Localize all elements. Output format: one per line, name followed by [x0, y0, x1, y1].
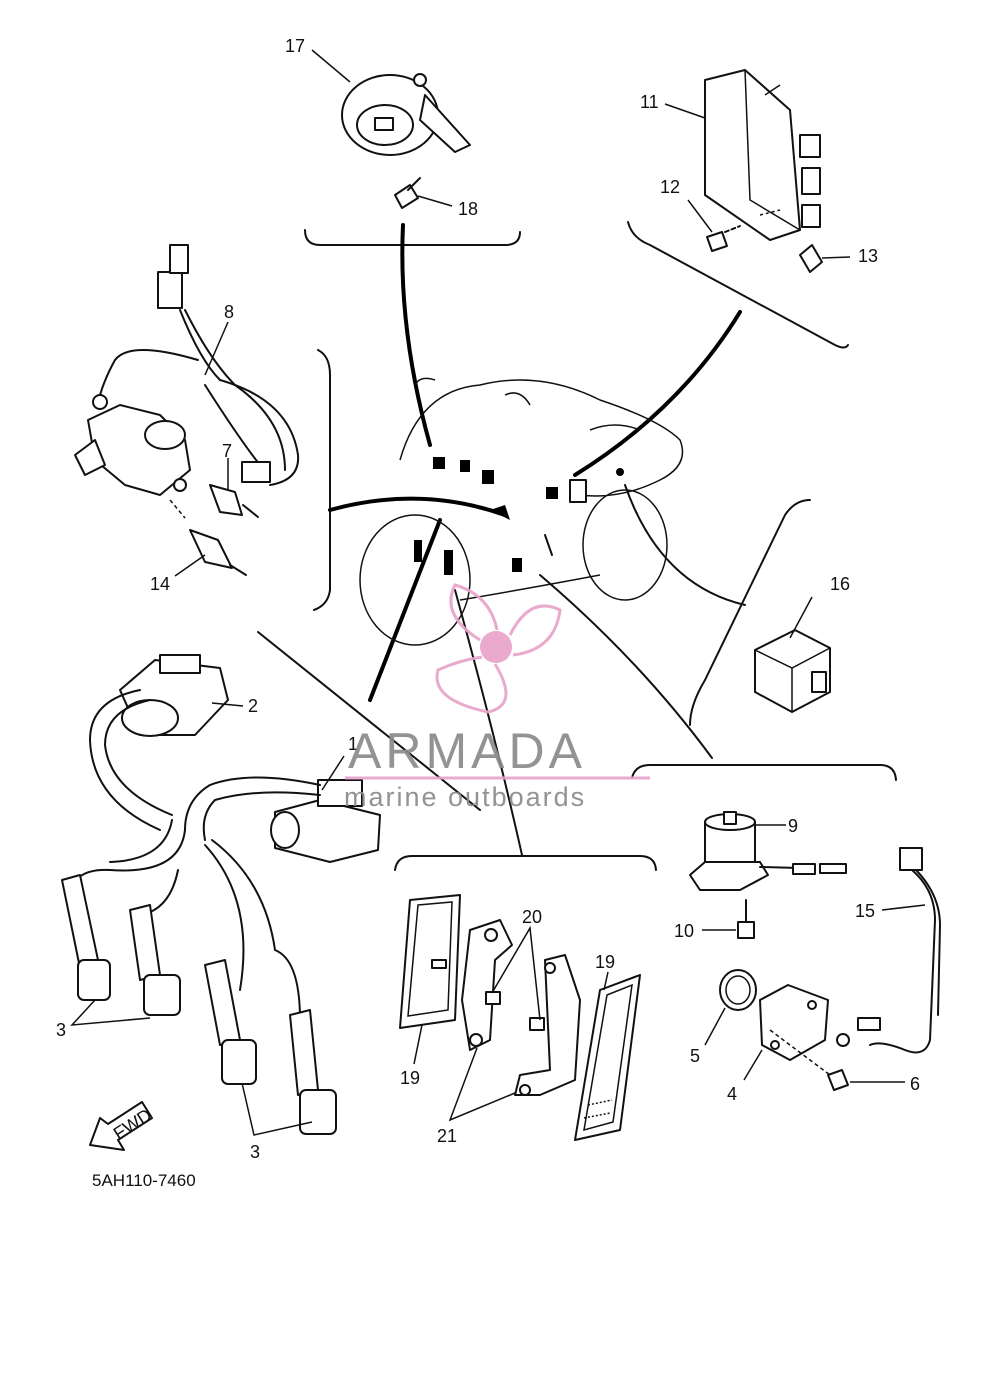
- callout-3-left: 3: [56, 1020, 66, 1040]
- callout-9: 9: [788, 816, 798, 836]
- solenoid-part: [689, 811, 847, 939]
- sensor-part: [719, 847, 941, 1091]
- callout-13: 13: [858, 246, 878, 266]
- callout-5: 5: [690, 1046, 700, 1066]
- watermark-subtitle: marine outboards: [344, 782, 586, 812]
- callout-numbers: 17 18 11 12 13 8 7 14 16 2 1 3 3 9 10 15…: [56, 36, 920, 1162]
- watermark-title: ARMADA: [348, 723, 586, 779]
- relay-part: [754, 629, 831, 713]
- callout-2: 2: [248, 696, 258, 716]
- callout-19-left: 19: [400, 1068, 420, 1088]
- fwd-arrow: FWD: [89, 1101, 155, 1151]
- callout-leaders: [70, 49, 926, 1136]
- propeller-logo-icon: [435, 583, 562, 714]
- watermark: ARMADA marine outboards: [344, 583, 650, 812]
- callout-11: 11: [640, 92, 659, 112]
- callout-8: 8: [224, 302, 234, 322]
- callout-7: 7: [222, 441, 232, 461]
- group-brackets: [257, 221, 897, 871]
- callout-1: 1: [348, 734, 358, 754]
- callout-17: 17: [285, 36, 305, 56]
- callout-15: 15: [855, 901, 875, 921]
- control-unit-part: [704, 69, 823, 273]
- callout-12: 12: [660, 177, 680, 197]
- callout-3-right: 3: [250, 1142, 260, 1162]
- switch-harness-part: [74, 244, 300, 576]
- callout-16: 16: [830, 574, 850, 594]
- motorcycle-outline: [359, 377, 684, 646]
- callout-4: 4: [727, 1084, 737, 1104]
- callout-10: 10: [674, 921, 694, 941]
- callout-18: 18: [458, 199, 478, 219]
- reflector-bracket-part: [399, 894, 641, 1141]
- ignition-coils-part: [61, 654, 381, 1135]
- callout-21: 21: [437, 1126, 457, 1146]
- leader-lines: [328, 223, 746, 856]
- callout-19-right: 19: [595, 952, 615, 972]
- horn-part: [341, 73, 471, 209]
- callout-6: 6: [910, 1074, 920, 1094]
- callout-20: 20: [522, 907, 542, 927]
- callout-14: 14: [150, 574, 170, 594]
- diagram-code: 5AH110-7460: [92, 1171, 196, 1190]
